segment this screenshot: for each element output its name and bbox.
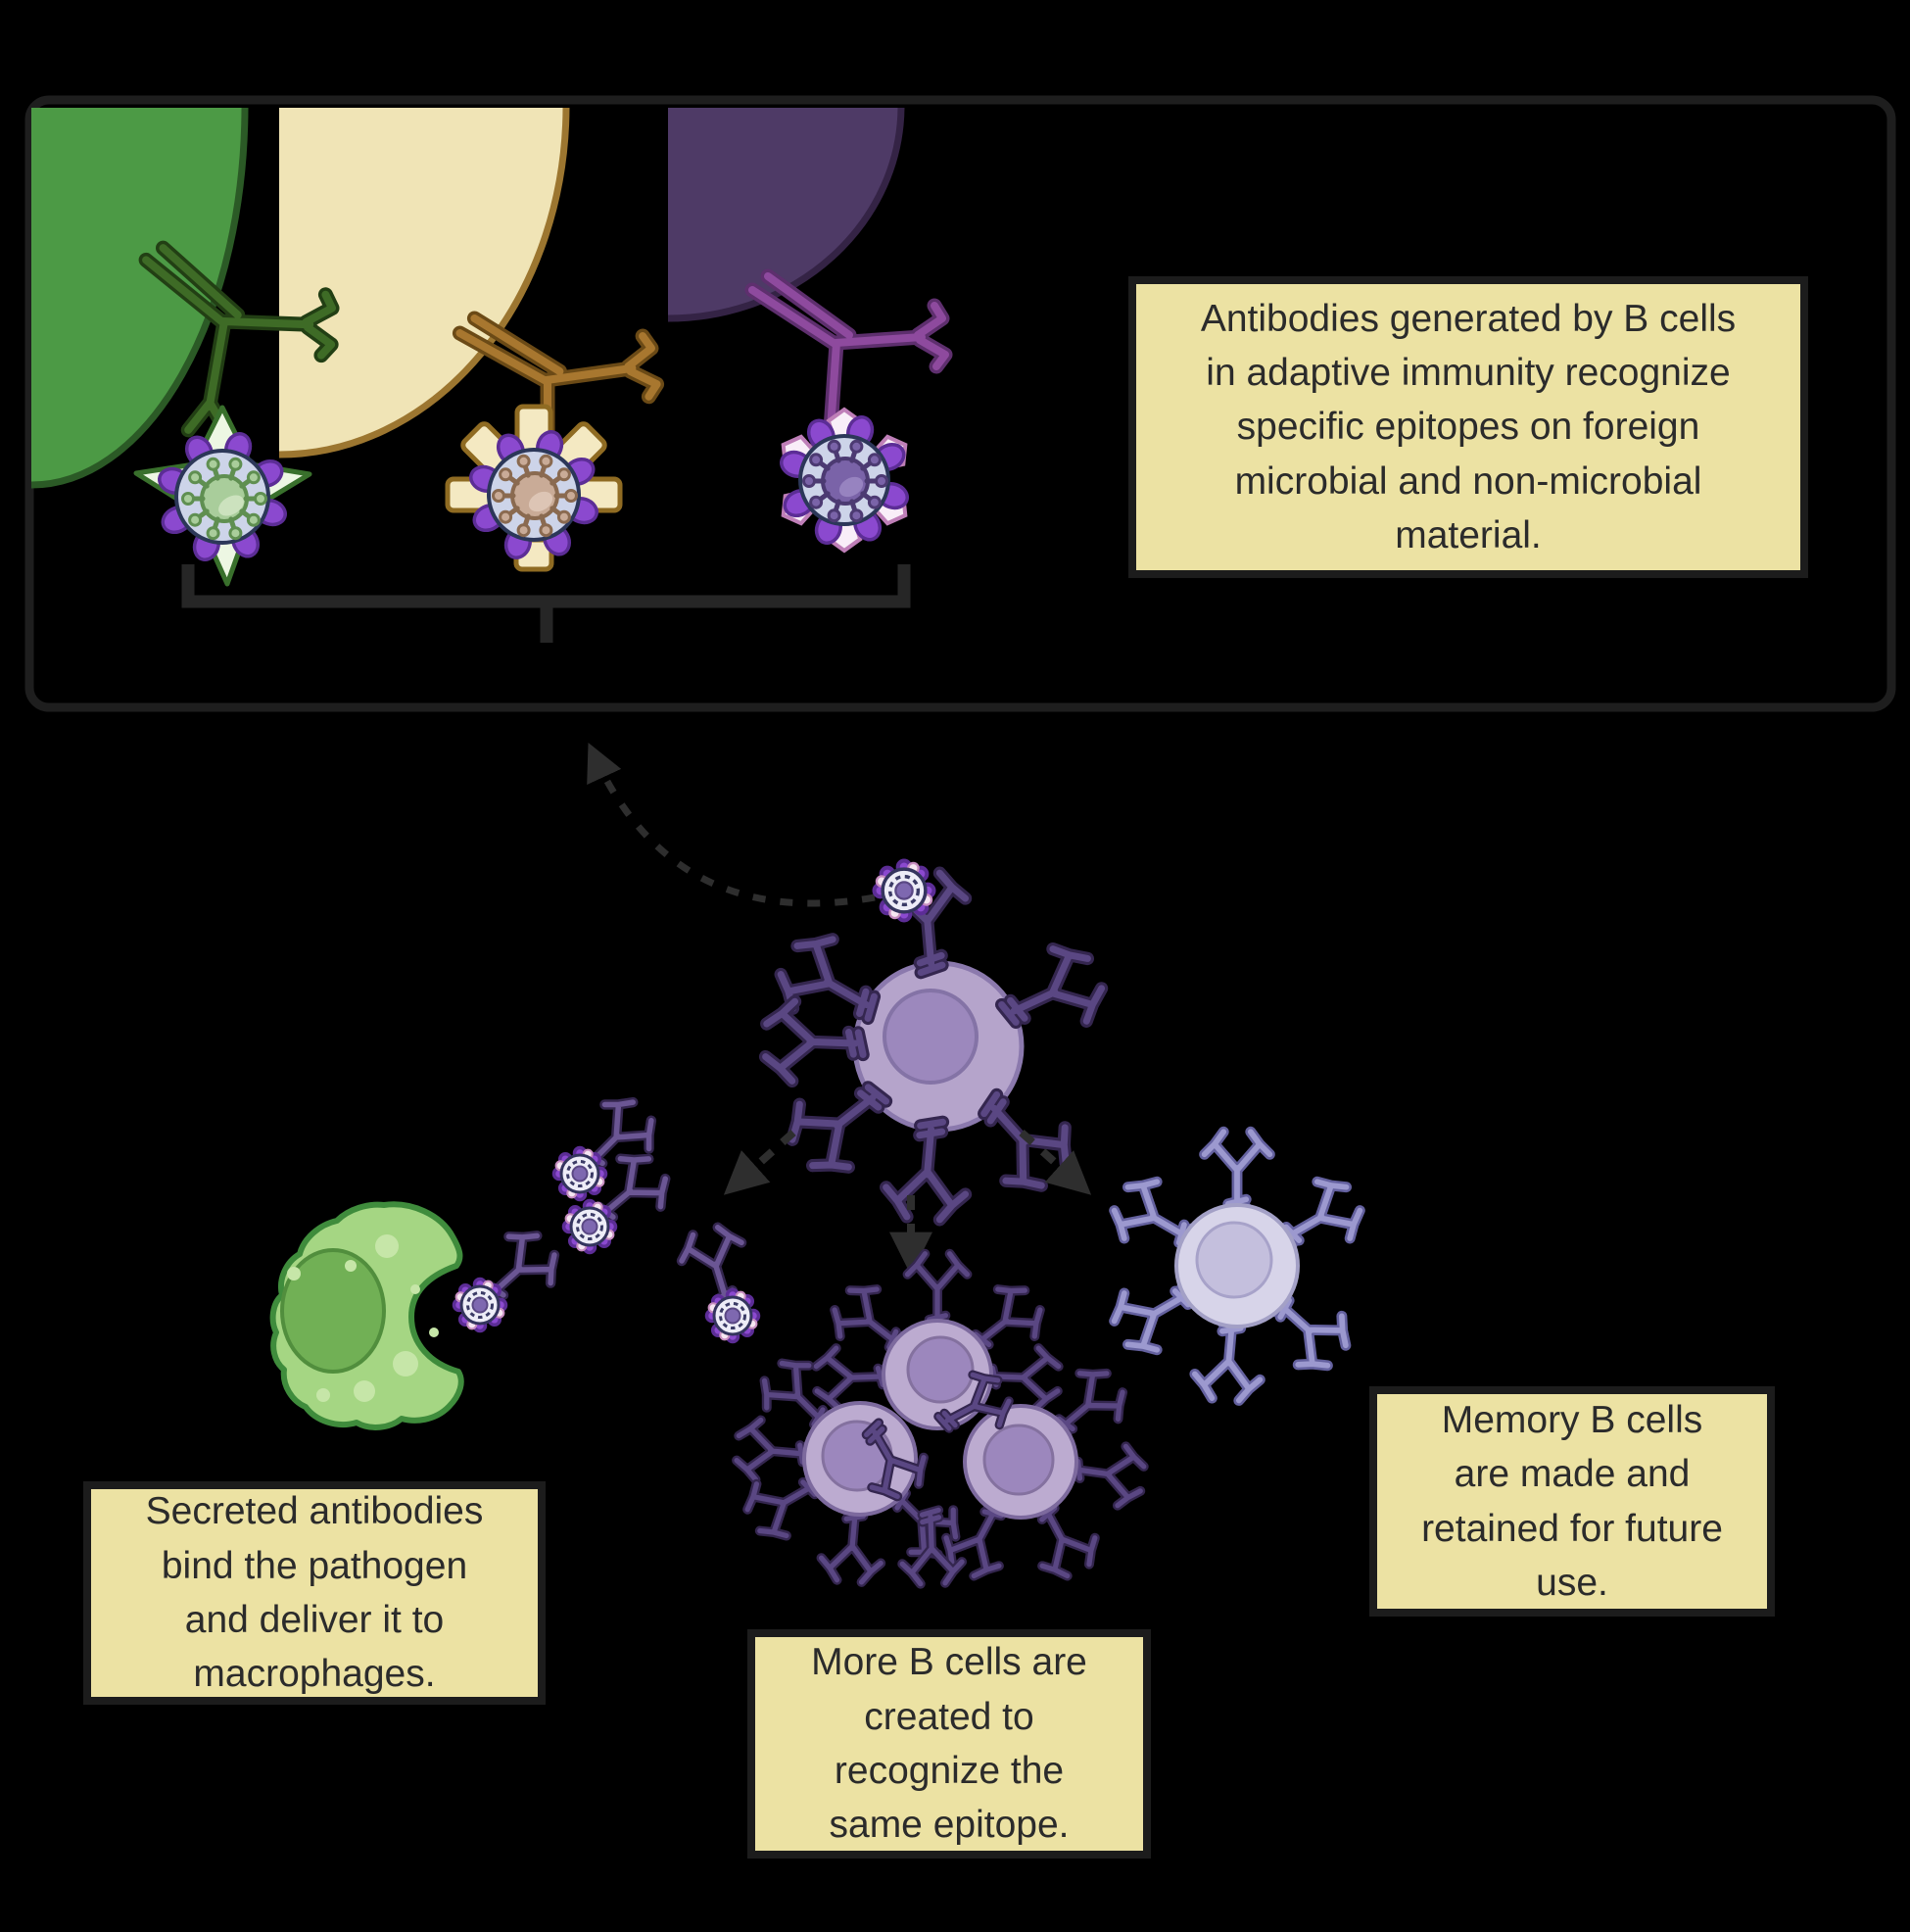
epitope-panel [24, 95, 1896, 712]
note-line: and deliver it to [184, 1599, 445, 1641]
note-line: recognize the [834, 1750, 1065, 1792]
note-line: created to [864, 1695, 1034, 1738]
arrow-to-memory [1019, 1130, 1092, 1195]
bracket [181, 564, 911, 643]
antibody-virus-complex [676, 1222, 759, 1344]
note-line: use. [1536, 1561, 1608, 1604]
tan-virus-icon [445, 404, 623, 572]
note-line: specific epitopes on foreign [1236, 406, 1700, 449]
b-cell-nucleus [883, 989, 979, 1085]
note-line: macrophages. [193, 1653, 436, 1696]
note-line: Memory B cells [1441, 1398, 1703, 1441]
note-line: material. [1395, 514, 1542, 557]
antibody-virus-complex [551, 1089, 665, 1202]
plasma-cell-cluster [736, 1254, 1147, 1585]
green-virus-icon [133, 405, 312, 587]
clones-note: More B cells are created to recognize th… [747, 1629, 1151, 1859]
b-cell [765, 861, 1112, 1222]
macrophage-spots [287, 1234, 439, 1402]
note-line: retained for future [1421, 1507, 1723, 1550]
note-line: are made and [1454, 1453, 1691, 1496]
macrophage [269, 1201, 464, 1430]
b-cell-receptor [765, 1000, 865, 1084]
macrophage-note: Secreted antibodies bind the pathogen an… [83, 1481, 546, 1705]
note-line: bind the pathogen [161, 1544, 468, 1587]
panel-note: Antibodies generated by B cells in adapt… [1128, 276, 1808, 578]
b-cell-receptor [883, 1118, 972, 1222]
bound-antigen-icon [875, 861, 934, 921]
green-cell-quarter [30, 107, 249, 489]
plasma-cell [936, 1360, 1146, 1584]
purple-virus-icon [773, 408, 916, 553]
note-line: Secreted antibodies [145, 1490, 484, 1533]
memory-note: Memory B cells are made and retained for… [1369, 1386, 1775, 1617]
note-line: microbial and non-microbial [1234, 459, 1702, 503]
memory-b-cell-nucleus [1195, 1221, 1273, 1299]
antibody-virus-complex [452, 1222, 567, 1333]
arrow-to-macrophage [723, 1130, 796, 1195]
plasma-cell [816, 1254, 1060, 1430]
memory-b-cell [1105, 1132, 1369, 1402]
feedback-arrow [587, 743, 876, 907]
macrophage-nucleus [280, 1248, 386, 1374]
note-line: in adaptive immunity recognize [1206, 351, 1731, 394]
note-line: Antibodies generated by B cells [1200, 297, 1737, 340]
cream-cell-quarter [278, 107, 570, 459]
purple-cell-quarter [667, 107, 905, 322]
note-line: same epitope. [829, 1804, 1070, 1847]
note-line: More B cells are [811, 1641, 1087, 1684]
